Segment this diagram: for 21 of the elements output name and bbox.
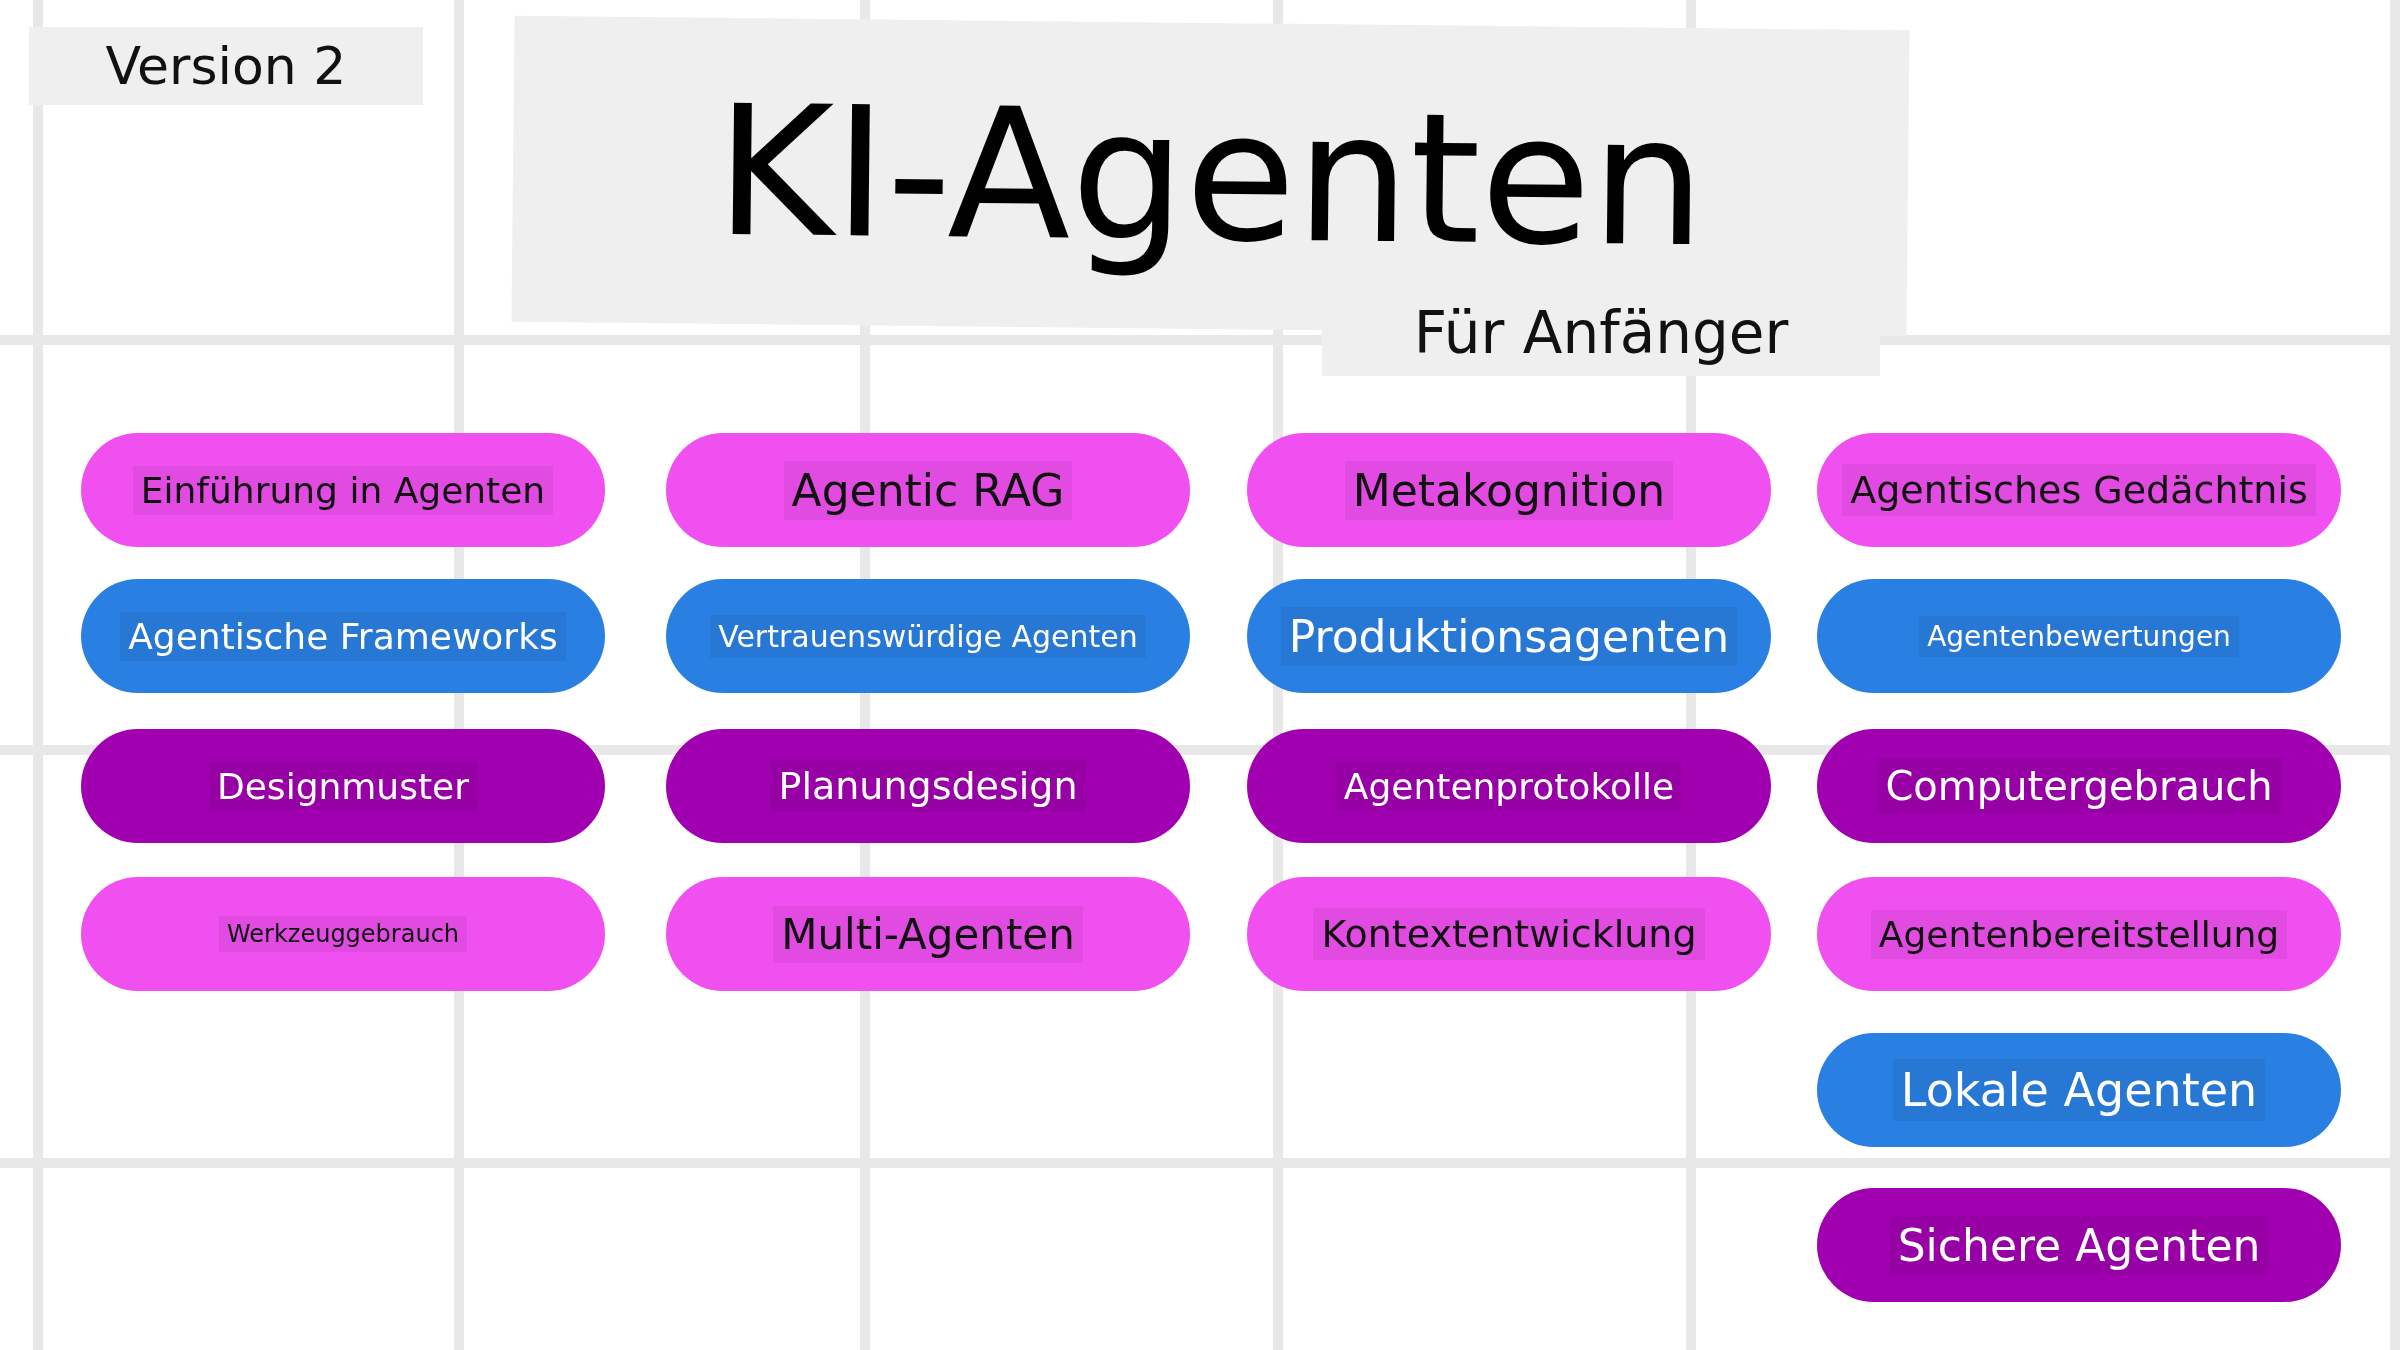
topic-label: Multi-Agenten	[773, 905, 1083, 963]
topic-label: Designmuster	[209, 761, 477, 811]
topic-label: Metakognition	[1344, 460, 1674, 520]
topic-label: Kontextentwicklung	[1313, 908, 1705, 960]
topic-label: Computergebrauch	[1877, 759, 2281, 813]
topic-label: Agentisches Gedächtnis	[1842, 464, 2316, 516]
topic-label: Werkzeuggebrauch	[218, 916, 468, 952]
topic-label: Agentenprotokolle	[1335, 761, 1683, 811]
topic-label: Einführung in Agenten	[132, 465, 554, 515]
topic-label: Lokale Agenten	[1892, 1059, 2266, 1121]
title: KI-Agenten	[714, 66, 1707, 286]
topic-label: Agentic RAG	[783, 460, 1073, 520]
version-label: Version 2	[105, 36, 347, 96]
subtitle: Für Anfänger	[1413, 299, 1789, 367]
topic-label: Sichere Agenten	[1889, 1215, 2269, 1275]
topic-label: Planungsdesign	[770, 760, 1086, 812]
topic-label: Agentenbereitstellung	[1870, 909, 2288, 959]
topic-label: Produktionsagenten	[1280, 606, 1738, 666]
topic-label: Agentische Frameworks	[120, 611, 566, 661]
topic-label: Agentenbewertungen	[1919, 615, 2239, 657]
topic-label: Vertrauenswürdige Agenten	[710, 614, 1146, 658]
